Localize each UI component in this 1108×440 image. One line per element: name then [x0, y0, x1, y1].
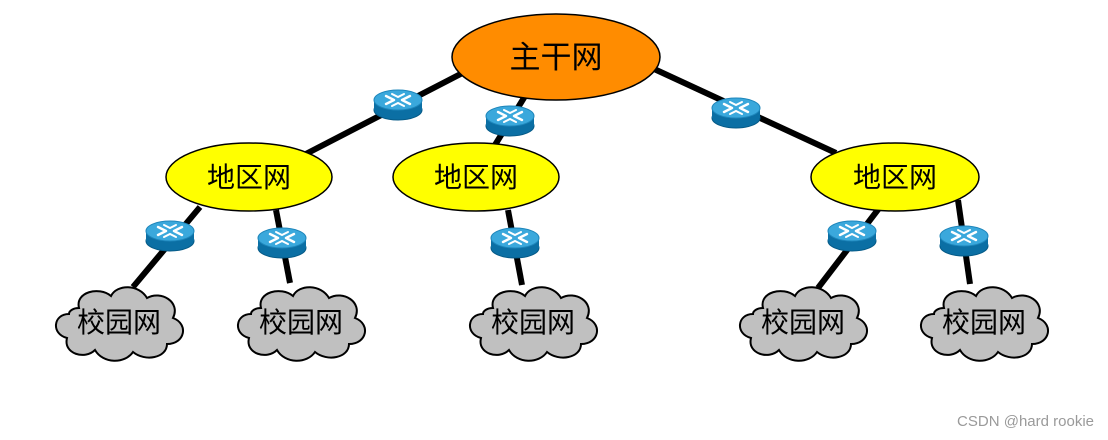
region-node: 地区网 [165, 142, 333, 212]
router-icon [826, 219, 878, 253]
router-icon [144, 219, 196, 253]
region-label: 地区网 [434, 161, 518, 194]
router-icon [372, 88, 424, 122]
campus-label: 校园网 [491, 306, 575, 339]
router-icon [710, 96, 762, 130]
region-ellipse [392, 142, 560, 212]
router-icon [256, 226, 308, 260]
campus-label: 校园网 [761, 306, 845, 339]
campus-node: 校园网 [919, 286, 1050, 362]
campus-node: 校园网 [738, 286, 869, 362]
campus-node: 校园网 [54, 286, 185, 362]
backbone-ellipse [451, 13, 661, 101]
campus-label: 校园网 [942, 306, 1026, 339]
router-icon [484, 104, 536, 138]
campus-node: 校园网 [468, 286, 599, 362]
watermark-text: CSDN @hard rookie [957, 413, 1094, 430]
backbone-node: 主干网 [451, 13, 661, 101]
router-icon [938, 224, 990, 258]
region-ellipse [165, 142, 333, 212]
router-icon [489, 226, 541, 260]
region-ellipse [810, 142, 980, 212]
region-label: 地区网 [207, 161, 291, 194]
campus-node: 校园网 [236, 286, 367, 362]
backbone-label: 主干网 [510, 40, 603, 76]
region-label: 地区网 [853, 161, 937, 194]
campus-label: 校园网 [259, 306, 343, 339]
region-node: 地区网 [392, 142, 560, 212]
campus-label: 校园网 [77, 306, 161, 339]
region-node: 地区网 [810, 142, 980, 212]
